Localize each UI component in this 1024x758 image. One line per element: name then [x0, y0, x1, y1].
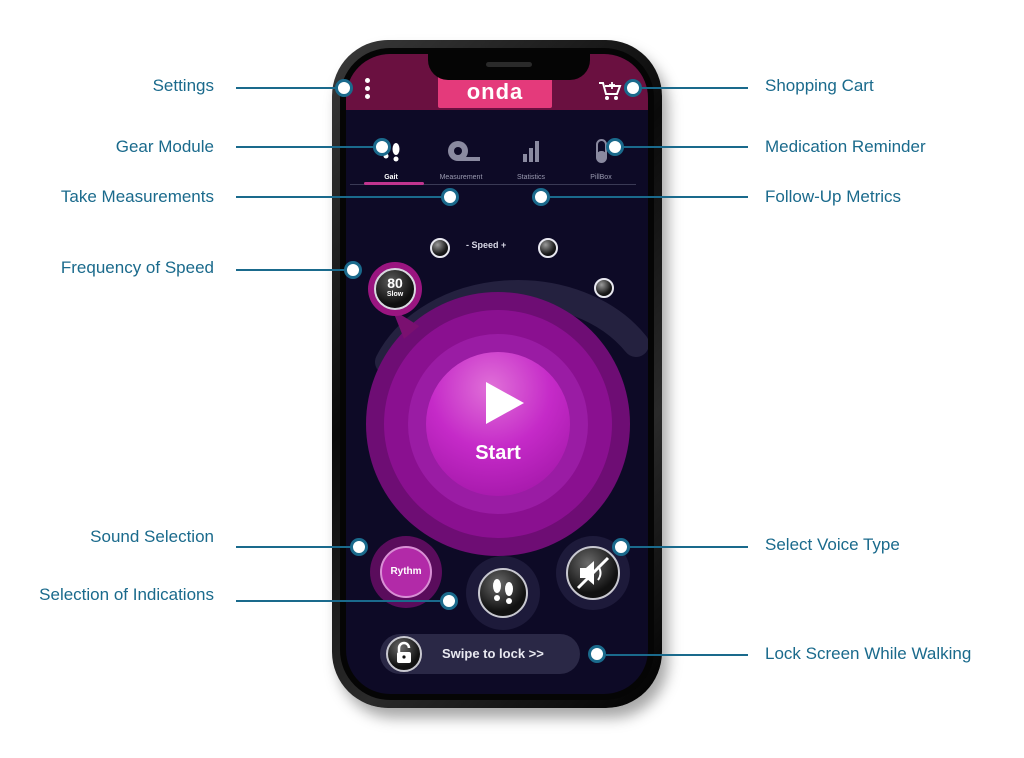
callout-dot-shopping-cart — [624, 79, 642, 97]
start-button[interactable]: Start — [426, 352, 570, 496]
tab-pillbox[interactable]: PillBox — [566, 132, 636, 192]
app-screen: onda Gait — [346, 54, 648, 694]
phone-notch — [428, 54, 590, 80]
sound-label: Rythm — [380, 546, 432, 598]
speed-label: - Speed + — [466, 240, 507, 250]
speed-knob[interactable] — [594, 278, 614, 298]
start-label: Start — [475, 442, 521, 464]
callout-line-sound-selection — [236, 546, 358, 548]
callout-line-select-voice-type — [628, 546, 748, 548]
callout-select-voice-type: Select Voice Type — [765, 535, 900, 554]
tab-active-indicator — [364, 182, 424, 185]
callout-sound-selection: Sound Selection — [90, 527, 214, 546]
callout-lock-screen: Lock Screen While Walking — [765, 644, 972, 663]
callout-dot-sound-selection — [350, 538, 368, 556]
callout-gear-module: Gear Module — [115, 137, 214, 156]
callout-line-shopping-cart — [634, 87, 748, 89]
speed-knob[interactable] — [430, 238, 450, 258]
swipe-to-lock-label: Swipe to lock >> — [442, 646, 544, 661]
callout-line-frequency-of-speed — [236, 269, 352, 271]
tab-label: Gait — [384, 174, 398, 181]
tab-measurement[interactable]: Measurement — [426, 132, 496, 192]
speed-mode: Slow — [386, 291, 404, 298]
callout-line-take-measurements — [236, 196, 452, 198]
callout-line-follow-up-metrics — [548, 196, 748, 198]
lock-icon[interactable] — [386, 636, 422, 672]
callout-line-gear-module — [236, 146, 382, 148]
speed-frequency-value: 80 Slow — [374, 268, 416, 310]
speed-value: 80 — [387, 275, 403, 291]
callout-take-measurements: Take Measurements — [60, 187, 214, 206]
tab-label: Statistics — [516, 174, 545, 181]
play-icon — [486, 382, 524, 424]
sound-selection-button[interactable]: Rythm — [370, 536, 442, 608]
voice-type-button[interactable] — [556, 536, 630, 610]
callout-dot-lock-screen — [588, 645, 606, 663]
callout-settings: Settings — [152, 76, 214, 95]
callout-dot-selection-of-indications — [440, 592, 458, 610]
speed-frequency-dial[interactable]: 80 Slow — [368, 262, 422, 316]
callout-line-medication-reminder — [622, 146, 748, 148]
bar-chart-icon — [516, 136, 546, 166]
callout-line-lock-screen — [606, 654, 748, 656]
tab-label: Measurement — [439, 174, 483, 181]
app-logo: onda — [438, 76, 552, 108]
callout-dot-gear-module — [373, 138, 391, 156]
speaker-muted-icon — [566, 546, 620, 600]
callout-frequency-of-speed: Frequency of Speed — [60, 258, 214, 277]
tab-label: PillBox — [590, 174, 612, 181]
callout-dot-take-measurements — [441, 188, 459, 206]
callout-dot-frequency-of-speed — [344, 261, 362, 279]
callout-follow-up-metrics: Follow-Up Metrics — [765, 187, 902, 206]
callout-dot-settings — [335, 79, 353, 97]
callout-dot-select-voice-type — [612, 538, 630, 556]
shopping-cart-icon[interactable] — [598, 80, 622, 102]
callout-selection-of-indications: Selection of Indications — [39, 585, 214, 604]
callout-shopping-cart: Shopping Cart — [765, 76, 874, 95]
callout-dot-follow-up-metrics — [532, 188, 550, 206]
tab-statistics[interactable]: Statistics — [496, 132, 566, 192]
tab-divider — [350, 184, 636, 185]
tape-measure-icon — [446, 136, 480, 166]
swipe-to-lock-slider[interactable]: Swipe to lock >> — [380, 634, 580, 674]
callout-medication-reminder: Medication Reminder — [765, 137, 926, 156]
speed-knob[interactable] — [538, 238, 558, 258]
callout-dot-medication-reminder — [606, 138, 624, 156]
callout-line-selection-of-indications — [236, 600, 448, 602]
callout-line-settings — [236, 87, 344, 89]
footsteps-icon — [478, 568, 528, 618]
settings-menu-icon[interactable] — [364, 78, 372, 102]
indications-button[interactable] — [466, 556, 540, 630]
